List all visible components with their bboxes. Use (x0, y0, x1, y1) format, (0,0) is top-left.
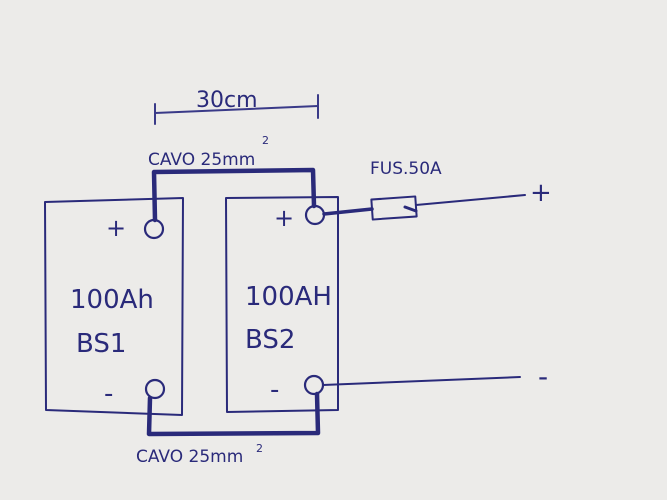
output-minus-label: - (538, 360, 548, 393)
fuse-label: FUS.50A (370, 159, 442, 179)
bottom-cable-superscript: 2 (256, 442, 263, 455)
battery-bs1 (44, 197, 184, 416)
bs1-capacity: 100Ah (70, 285, 154, 315)
positive-output-line (322, 194, 526, 221)
bs2-minus-sign: - (270, 375, 279, 405)
fuse-symbol (370, 195, 418, 221)
bs1-minus-sign: - (104, 379, 113, 409)
battery-bs2 (225, 196, 339, 413)
top-interconnect-cable (151, 167, 317, 223)
top-cable-superscript: 2 (262, 134, 269, 147)
bs1-negative-terminal (144, 378, 166, 400)
distance-label: 30cm (196, 88, 258, 113)
distance-dimension: 30cm (154, 88, 319, 125)
negative-output-line (322, 376, 521, 386)
bs2-capacity: 100AH (245, 282, 332, 312)
bottom-interconnect-cable (146, 391, 321, 437)
top-cable-label: CAVO 25mm (148, 150, 255, 170)
bottom-cable-label: CAVO 25mm (136, 447, 243, 467)
output-plus-label: + (530, 178, 552, 208)
bs2-plus-sign: + (274, 204, 294, 232)
bs1-name: BS1 (76, 329, 126, 359)
bs2-name: BS2 (245, 325, 295, 355)
bs1-plus-sign: + (106, 214, 126, 242)
